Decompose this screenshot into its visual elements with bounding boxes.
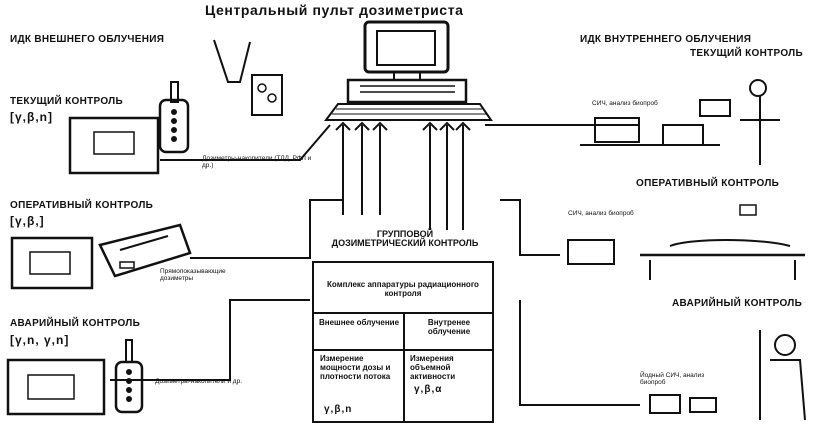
- operative-note: Прямопоказывающие дозиметры: [160, 268, 226, 282]
- spectrometer-icon: [580, 79, 780, 165]
- current-control-label: ТЕКУЩИЙ КОНТРОЛЬ: [10, 96, 123, 107]
- group-title: ГРУППОВОЙ ДОЗИМЕТРИЧЕСКИЙ КОНТРОЛЬ: [331, 229, 479, 248]
- emergency-types: [γ,n, γ,n]: [10, 333, 70, 347]
- operative-types: [γ,β,]: [10, 214, 45, 228]
- internal-measure: Измерения объемной активности: [410, 354, 456, 381]
- emergency-reader-icon: [6, 358, 106, 416]
- internal-operative-label: ОПЕРАТИВНЫЙ КОНТРОЛЬ: [636, 178, 780, 189]
- internal-current-label: ТЕКУЩИЙ КОНТРОЛЬ: [690, 48, 803, 59]
- computer-unit-icon: [346, 78, 468, 104]
- direct-reading-dosimeter-icon: [98, 223, 192, 278]
- internal-emergency-label: АВАРИЙНЫЙ КОНТРОЛЬ: [672, 298, 803, 309]
- operative-control-label: ОПЕРАТИВНЫЙ КОНТРОЛЬ: [10, 200, 154, 211]
- dosimeter-reader-icon: [68, 116, 160, 175]
- external-measure-types: γ,β,n: [324, 404, 353, 415]
- external-irradiation: Внешнее облучение: [318, 318, 400, 327]
- page-title: Центральный пульт дозиметриста: [205, 2, 464, 18]
- complex-label: Комплекс аппаратуры радиационного контро…: [327, 280, 479, 298]
- current-note: Дозиметры-накопители (ТЛД, РФЛ и др.): [202, 155, 312, 169]
- emergency-note: Дозиметры-накопители и др.: [155, 378, 242, 385]
- external-header: ИДК ВНЕШНЕГО ОБЛУЧЕНИЯ: [10, 34, 165, 45]
- keyboard-icon: [324, 103, 493, 121]
- external-measure: Измерение мощности дозы и плотности пото…: [320, 354, 391, 381]
- internal-irradiation: Внутренее облучение: [427, 318, 471, 336]
- current-types: [γ,β,n]: [10, 110, 53, 124]
- monitor-icon: [363, 20, 450, 81]
- emergency-dosimeter-icon: [114, 339, 144, 414]
- bed-counter-icon: [567, 204, 805, 280]
- internal-operative-device: СИЧ, анализ биопроб: [568, 210, 634, 217]
- internal-emergency-device: Йодный СИЧ, анализ биопроб: [640, 372, 705, 386]
- monitor-device-icon: [10, 236, 94, 290]
- iodine-counter-icon: [649, 330, 806, 421]
- internal-header: ИДК ВНУТРЕННЕГО ОБЛУЧЕНИЯ: [580, 34, 752, 45]
- internal-current-device: СИЧ, анализ биопроб: [592, 100, 658, 107]
- internal-measure-types: γ,β,α: [414, 384, 443, 395]
- body-worn-dosimeter-icon: [213, 39, 283, 116]
- group-control-box: [312, 261, 494, 423]
- personal-dosimeter-icon: [158, 81, 190, 154]
- emergency-control-label: АВАРИЙНЫЙ КОНТРОЛЬ: [10, 318, 141, 329]
